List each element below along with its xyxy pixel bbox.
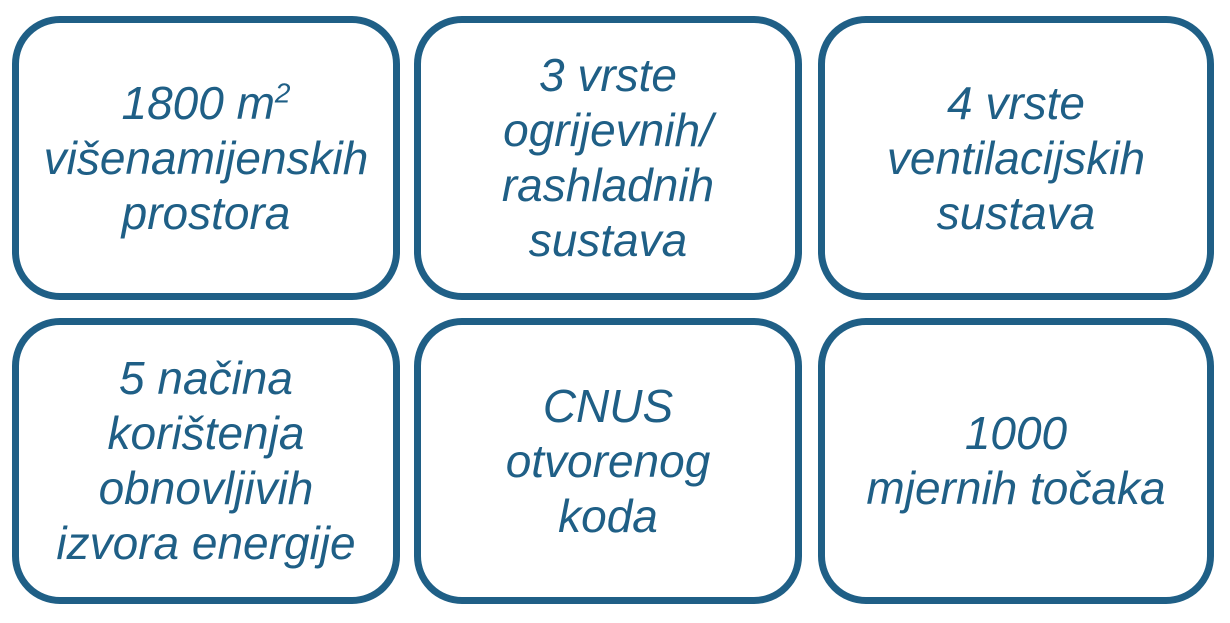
card-line: 1800 m2: [121, 76, 290, 131]
card-line: otvorenog: [505, 434, 711, 487]
card-line: 5 načina: [119, 352, 293, 404]
card-heating-cooling-systems: 3 vrste ogrijevnih/ rashladnih sustava: [414, 16, 802, 300]
card-text: 4 vrste ventilacijskih sustava: [887, 76, 1145, 241]
card-measurement-points: 1000 mjernih točaka: [818, 318, 1214, 604]
card-renewable-energy: 5 načina korištenja obnovljivih izvora e…: [12, 318, 400, 604]
card-line: obnovljivih: [98, 462, 314, 514]
area-unit-exponent: 2: [274, 77, 291, 109]
card-ventilation-systems: 4 vrste ventilacijskih sustava: [818, 16, 1214, 300]
card-text: 3 vrste ogrijevnih/ rashladnih sustava: [502, 48, 714, 268]
card-line: koda: [558, 489, 658, 542]
card-multipurpose-space: 1800 m2 višenamijenskih prostora: [12, 16, 400, 300]
card-line: višenamijenskih: [43, 131, 369, 184]
card-line: 1000: [964, 407, 1068, 459]
card-text: 1800 m2 višenamijenskih prostora: [44, 76, 369, 241]
card-line: sustava: [528, 214, 688, 266]
card-line: ogrijevnih/: [503, 104, 713, 156]
card-text: CNUS otvorenog koda: [506, 379, 711, 544]
card-line: ventilacijskih: [886, 131, 1146, 184]
card-line: rashladnih: [501, 159, 715, 211]
card-line: 4 vrste: [946, 76, 1086, 129]
card-line: prostora: [121, 186, 291, 239]
card-text: 5 načina korištenja obnovljivih izvora e…: [56, 351, 355, 571]
card-open-source-cnus: CNUS otvorenog koda: [414, 318, 802, 604]
card-line: korištenja: [107, 407, 305, 459]
card-text: 1000 mjernih točaka: [866, 406, 1165, 516]
card-line: 3 vrste: [538, 49, 678, 101]
card-line: izvora energije: [56, 517, 356, 569]
area-value: 1800 m: [121, 76, 275, 129]
card-line: CNUS: [542, 379, 674, 432]
card-line: sustava: [936, 186, 1096, 239]
card-line: mjernih točaka: [866, 462, 1166, 514]
